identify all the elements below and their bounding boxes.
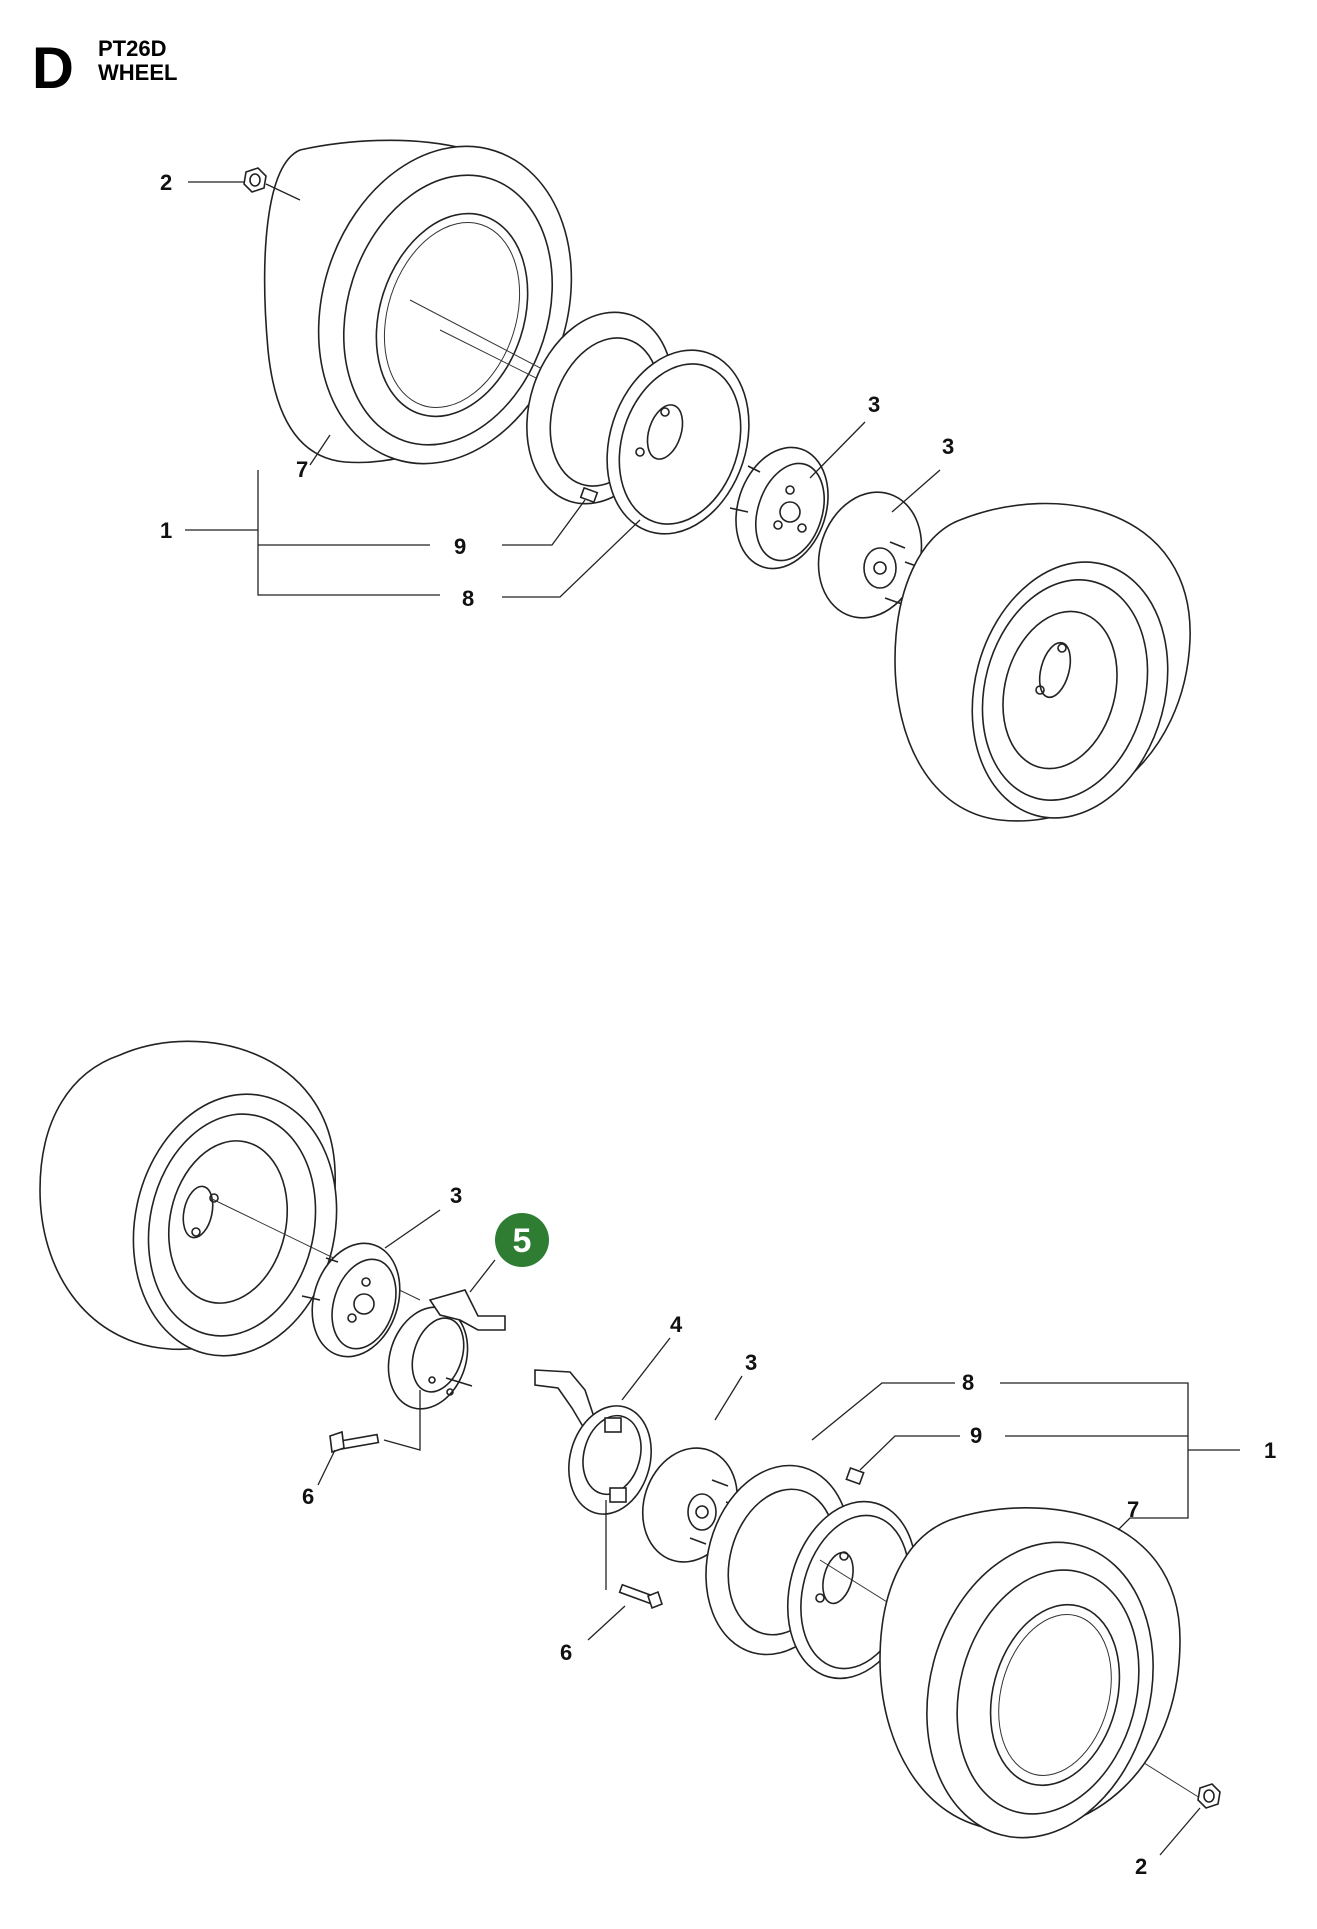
brake-bracket[interactable]: [534, 1369, 663, 1523]
callout-bottom-6-left: 6: [302, 1484, 314, 1509]
callout-bottom-3-left: 3: [450, 1183, 462, 1208]
badge-circle: [495, 1213, 549, 1267]
badge-number: 5: [513, 1222, 532, 1260]
callout-bottom-9: 9: [970, 1423, 982, 1448]
callout-bottom-7: 7: [1127, 1497, 1139, 1522]
top-tire[interactable]: [263, 113, 611, 497]
bottom-hub-left[interactable]: [298, 1232, 414, 1368]
callout-top-9: 9: [454, 534, 466, 559]
top-rim[interactable]: [503, 293, 772, 552]
section-letter: D: [32, 36, 74, 101]
top-assembly: 2 7 1 9 8 3 3: [160, 113, 1195, 840]
bottom-nut[interactable]: [1197, 1783, 1221, 1809]
callout-bottom-6-center: 6: [560, 1640, 572, 1665]
callout-top-7: 7: [296, 457, 308, 482]
top-nut[interactable]: [243, 167, 267, 193]
callout-bottom-4: 4: [670, 1312, 683, 1337]
callout-bottom-2: 2: [1135, 1854, 1147, 1879]
callout-top-1: 1: [160, 518, 172, 543]
brake-drum-part[interactable]: [376, 1289, 506, 1419]
callout-top-3a: 3: [868, 392, 880, 417]
bottom-valve[interactable]: [845, 1466, 865, 1486]
top-hub-front[interactable]: [721, 435, 843, 580]
callout-bottom-1: 1: [1264, 1438, 1276, 1463]
bottom-bolt-center[interactable]: [618, 1583, 663, 1610]
callout-bottom-3-right: 3: [745, 1350, 757, 1375]
section-title: WHEEL: [98, 60, 177, 85]
callout-bottom-8: 8: [962, 1370, 974, 1395]
model-number: PT26D: [98, 36, 166, 61]
bottom-bolt-left[interactable]: [329, 1430, 380, 1454]
bottom-tire-left[interactable]: [39, 1040, 360, 1375]
bottom-tire-right[interactable]: [879, 1507, 1185, 1864]
callout-top-3b: 3: [942, 434, 954, 459]
top-valve[interactable]: [579, 486, 599, 504]
highlight-badge[interactable]: 5: [495, 1213, 549, 1267]
callout-top-8: 8: [462, 586, 474, 611]
bottom-assembly: 5 3 4 3 8 9 1 7 6 6 2: [39, 1040, 1276, 1879]
top-tire-right[interactable]: [894, 502, 1195, 840]
callout-top-2: 2: [160, 170, 172, 195]
